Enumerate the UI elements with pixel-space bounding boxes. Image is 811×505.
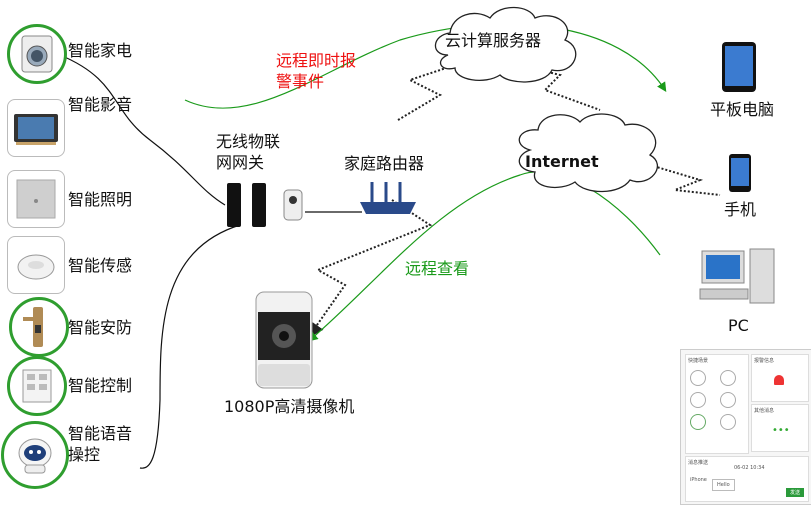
bell-icon [774,375,784,385]
client-label-phone: 手机 [724,200,757,219]
app-panel3-title: 其他消息 [754,408,775,414]
tablet-icon [722,42,756,92]
green-alarm-curve [184,23,667,109]
app-panel2-title: 报警信息 [754,358,775,364]
app-panel-scenes: 快捷场景 [685,354,749,454]
internet-cloud-shape [518,113,658,193]
wifi-router-camera [307,199,433,339]
more-dots-icon: ••• [772,425,790,436]
client-label-pc: PC [728,316,749,335]
device-label-control: 智能控制 [68,376,133,395]
app-screen: 快捷场景 报警信息 其他消息 ••• 消息推送 06-02 10:34 iPho… [680,349,811,505]
device-label-av: 智能影音 [68,95,133,114]
camera-label: 1080P高清摄像机 [224,397,355,416]
gateway-label-line1: 无线物联 [216,132,281,151]
device-security-circle [9,297,69,357]
device-lighting-box [7,170,65,228]
cloud-server-label: 云计算服务器 [445,31,542,50]
camera-icon [255,291,313,389]
device-av-box [7,99,65,157]
scene-icon[interactable] [690,370,706,386]
device-label-voice-line1: 智能语音 [68,424,133,443]
desktop-pc-icon [699,248,775,304]
smoke-sensor-icon [17,254,55,280]
send-button[interactable]: 发送 [785,488,804,497]
dash-internet-phone [649,164,721,196]
robot-speaker-icon [18,438,52,474]
gateway-label-line2: 网网关 [216,153,265,172]
msg-time: 06-02 10:34 [734,465,765,471]
wifi-router-cloud [397,59,471,121]
app-panel-other: 其他消息 ••• [751,404,809,452]
scene-icon[interactable] [720,392,736,408]
phone-icon [729,154,751,192]
control-panel-icon [22,369,52,403]
msg-bubble: Hello [712,479,735,491]
alarm-annotation-line2: 警事件 [276,72,325,91]
green-view-curve [308,171,661,342]
light-switch-icon [16,179,56,219]
gateway-device-icon [227,183,303,227]
device-label-sensor: 智能传感 [68,256,133,275]
device-sensor-box [7,236,65,294]
msg-sender: iPhone [690,477,707,483]
scene-icon[interactable] [720,370,736,386]
device-label-appliance: 智能家电 [68,41,133,60]
app-panel4-title: 消息推送 [688,460,709,466]
app-panel1-title: 快捷场景 [688,358,709,364]
app-panel-messages: 消息推送 06-02 10:34 iPhone Hello 发送 [685,456,809,502]
device-control-circle [7,356,67,416]
app-panel-alarm: 报警信息 [751,354,809,402]
alarm-annotation-line1: 远程即时报 [276,51,357,70]
router-icon [360,182,416,214]
device-appliance-circle [7,24,67,84]
tablet-screen-icon [14,114,58,145]
router-label: 家庭路由器 [344,154,425,173]
remote-view-annotation: 远程查看 [405,259,470,278]
device-label-lighting: 智能照明 [68,190,133,209]
cloud-server-shape [434,6,577,83]
wire-appliance [59,54,226,206]
device-label-voice-line2: 操控 [68,445,101,464]
door-lock-icon [23,307,43,347]
washing-machine-icon [21,35,53,73]
scene-icon[interactable] [720,414,736,430]
client-label-tablet: 平板电脑 [710,100,775,119]
internet-label: Internet [525,152,599,171]
scene-icon[interactable] [690,392,706,408]
wire-voice [139,224,241,469]
device-voice-circle [1,421,69,489]
scene-icon[interactable] [690,414,706,430]
device-label-security: 智能安防 [68,318,133,337]
